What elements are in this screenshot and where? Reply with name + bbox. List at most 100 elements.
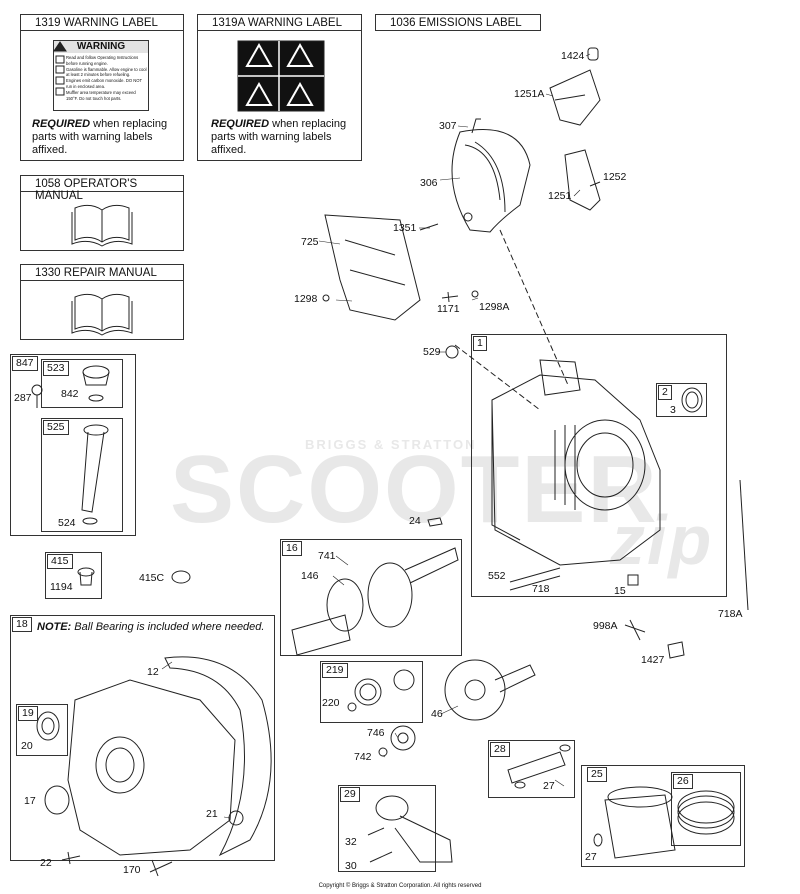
plug-15 xyxy=(627,574,639,586)
stud-718a xyxy=(739,479,749,611)
part-label-552: 552 xyxy=(488,570,506,582)
part-label-1427: 1427 xyxy=(641,654,665,666)
watermark-script: zip xyxy=(610,501,714,579)
side-shroud-725 xyxy=(324,214,421,321)
emissions-label-header: 1036 EMISSIONS LABEL xyxy=(375,14,541,31)
part-label-24: 24 xyxy=(409,515,421,527)
tag-1: 1 xyxy=(473,336,487,351)
required-note-1319: REQUIRED when replacing parts with warni… xyxy=(32,118,168,156)
part-label-15: 15 xyxy=(614,585,626,597)
part-label-1351: 1351 xyxy=(393,222,417,234)
warning-line: Gasoline is flammable. Allow engine to c… xyxy=(66,66,147,78)
tag-25: 25 xyxy=(587,767,607,782)
repair-manual-book-icon xyxy=(71,293,133,336)
tag-415: 415 xyxy=(47,554,73,569)
group-29 xyxy=(338,785,436,872)
required-note-1319a: REQUIRED when replacing parts with warni… xyxy=(211,118,347,156)
crankshaft xyxy=(291,547,459,656)
tag-219: 219 xyxy=(322,663,348,678)
tag-28: 28 xyxy=(490,742,510,757)
screw-1171 xyxy=(441,291,459,303)
ball-bearing-note: NOTE: Ball Bearing is included where nee… xyxy=(37,621,265,633)
key-24 xyxy=(427,517,443,527)
drain-plug-1194 xyxy=(77,567,95,586)
part-label-46: 46 xyxy=(431,708,443,720)
part-label-1298a: 1298A xyxy=(479,301,510,313)
part-label-725: 725 xyxy=(301,236,319,248)
repair-manual-header: 1330 REPAIR MANUAL xyxy=(20,264,184,281)
dipstick-assembly xyxy=(31,365,110,525)
group-19 xyxy=(16,704,68,756)
part-label-12: 12 xyxy=(147,666,159,678)
bolt-22 xyxy=(61,851,81,865)
nut-1298a xyxy=(471,290,479,298)
bearing-17 xyxy=(44,785,70,815)
part-label-146: 146 xyxy=(301,570,319,582)
copyright-notice: Copyright © Briggs & Stratton Corporatio… xyxy=(318,883,482,889)
tag-16: 16 xyxy=(282,541,302,556)
part-label-287: 287 xyxy=(14,392,32,404)
part-label-17: 17 xyxy=(24,795,36,807)
part-label-742: 742 xyxy=(354,751,372,763)
group-219 xyxy=(320,661,423,723)
operators-manual-book-icon xyxy=(71,204,133,247)
group-18 xyxy=(10,615,275,861)
part-label-306: 306 xyxy=(420,177,438,189)
cylinder-block xyxy=(491,359,661,566)
tag-26: 26 xyxy=(673,774,693,789)
part-label-718: 718 xyxy=(532,583,550,595)
stud-998a xyxy=(624,619,646,641)
nut-529 xyxy=(445,345,459,359)
part-label-529: 529 xyxy=(423,346,441,358)
screw-170 xyxy=(149,859,173,877)
safety-pictogram-icon xyxy=(237,40,325,112)
screw-1351 xyxy=(419,223,439,231)
watermark-title: SCOOTER xyxy=(170,436,659,543)
group-16 xyxy=(280,539,462,656)
warning-card-text: Read and follow Operating Instructions b… xyxy=(66,55,148,101)
screw-1252 xyxy=(589,181,601,187)
part-label-998a: 998A xyxy=(593,620,618,632)
tag-847: 847 xyxy=(12,356,38,371)
part-label-3: 3 xyxy=(670,404,676,416)
part-label-27-pin: 27 xyxy=(543,780,555,792)
cap-1424 xyxy=(587,47,599,61)
warning-line: Read and follow Operating Instructions b… xyxy=(66,55,139,66)
tag-29: 29 xyxy=(340,787,360,802)
part-label-415c: 415C xyxy=(139,572,165,584)
blower-housing-shroud xyxy=(451,128,531,233)
part-label-1251: 1251 xyxy=(548,190,572,202)
tag-2: 2 xyxy=(658,385,672,400)
part-label-30: 30 xyxy=(345,860,357,872)
part-label-1252: 1252 xyxy=(603,171,627,183)
group-25 xyxy=(581,765,745,867)
group-525 xyxy=(41,418,123,532)
tag-523: 523 xyxy=(43,361,69,376)
warning-line: Muffler area temperature may exceed 150°… xyxy=(66,89,136,101)
crankcase-cover xyxy=(67,679,236,856)
part-label-307: 307 xyxy=(439,120,457,132)
part-label-170: 170 xyxy=(123,864,141,876)
group-2 xyxy=(656,383,707,417)
group-1 xyxy=(471,334,727,597)
part-label-32: 32 xyxy=(345,836,357,848)
part-label-220: 220 xyxy=(322,697,340,709)
tag-18: 18 xyxy=(12,617,32,632)
piston-rings xyxy=(677,790,735,835)
part-label-1298: 1298 xyxy=(294,293,318,305)
group-415 xyxy=(45,552,102,599)
part-label-1424: 1424 xyxy=(561,50,585,62)
tag-525: 525 xyxy=(43,420,69,435)
part-label-22: 22 xyxy=(40,857,52,869)
camshaft-gear xyxy=(444,659,536,721)
part-label-842: 842 xyxy=(61,388,79,400)
group-523 xyxy=(41,359,123,408)
part-label-1194: 1194 xyxy=(50,581,73,593)
drain-plug-415c xyxy=(171,570,191,584)
part-label-27-piston: 27 xyxy=(585,851,597,863)
group-28 xyxy=(488,740,575,798)
warning-card-banner: WARNING xyxy=(54,41,148,53)
part-label-718a: 718A xyxy=(718,608,743,620)
part-label-1251a: 1251A xyxy=(514,88,545,100)
governor-gear-746 xyxy=(390,725,416,751)
